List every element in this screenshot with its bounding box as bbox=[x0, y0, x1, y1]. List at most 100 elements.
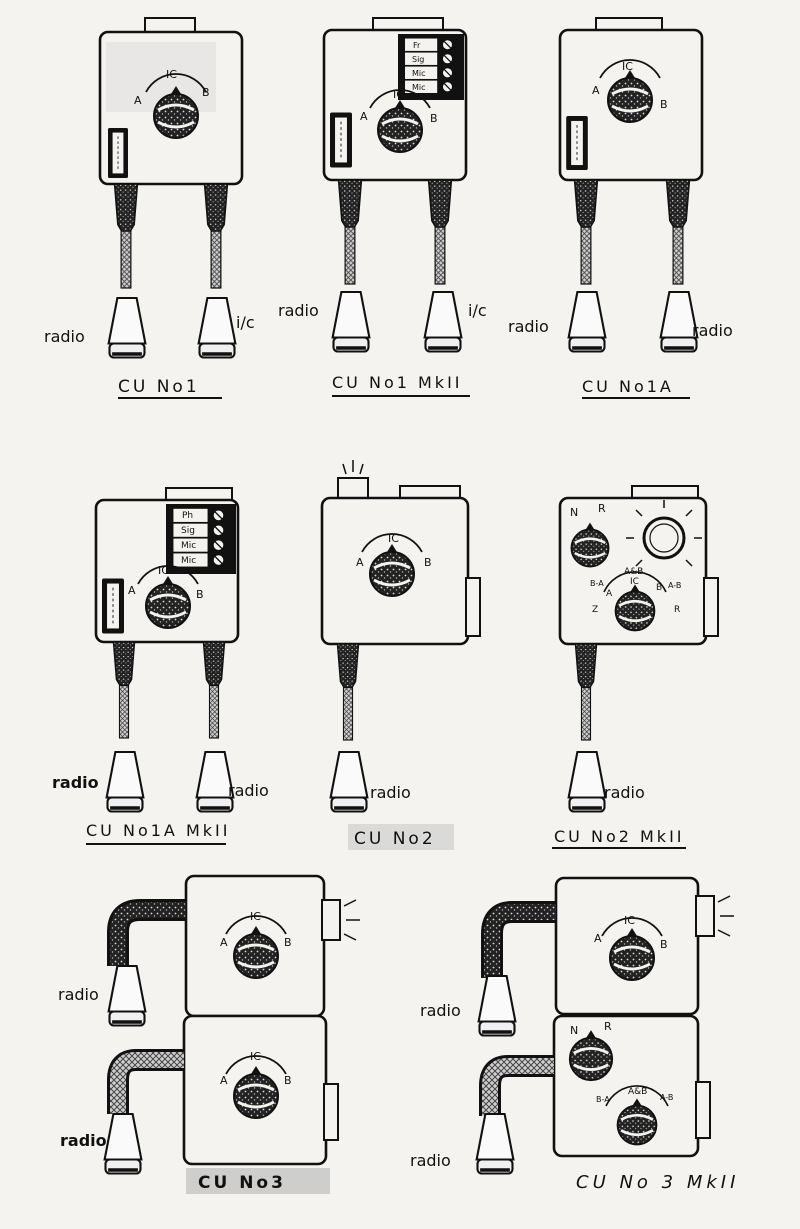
cable bbox=[573, 179, 599, 285]
fuse-holder bbox=[101, 578, 125, 634]
unit-cu-no1a-mkii: Ph Sig Mic Mic IC A B radio radio CU No1… bbox=[52, 487, 269, 845]
caption: CU No1A bbox=[582, 377, 674, 396]
plug bbox=[106, 296, 148, 360]
dial-label-a: A bbox=[220, 1074, 228, 1087]
unit-cu-no3-mkii: IC A B N R A&B B-A A-B radio radio CU No… bbox=[410, 876, 739, 1193]
dial-label-a: A bbox=[128, 584, 136, 597]
dial-label-b: B bbox=[656, 583, 662, 593]
cable bbox=[203, 183, 229, 289]
dial-label-b: B bbox=[284, 1074, 292, 1087]
dial-label-a: A bbox=[220, 936, 228, 949]
dial-label-z: Z bbox=[592, 605, 598, 615]
plug bbox=[102, 1112, 144, 1176]
dial-label-b: B bbox=[430, 112, 438, 125]
terminal-block bbox=[165, 503, 237, 575]
cable bbox=[337, 179, 363, 285]
label-radio: radio bbox=[228, 781, 269, 800]
dial-label-ic: IC bbox=[158, 564, 169, 577]
dial-label-ic: IC bbox=[630, 577, 639, 587]
dial-label-b: B bbox=[284, 936, 292, 949]
dial-label-r: R bbox=[674, 605, 680, 615]
terminal-label: Ph bbox=[182, 511, 193, 521]
cable bbox=[574, 643, 598, 741]
plug bbox=[104, 750, 146, 814]
plug bbox=[106, 964, 148, 1028]
dial-label-a: A bbox=[134, 94, 142, 107]
caption: CU No2 MkII bbox=[554, 827, 685, 846]
switch-label-n: N bbox=[570, 1024, 578, 1037]
dial-label-a-b: A-B bbox=[660, 1093, 673, 1102]
dial-label-ic: IC bbox=[250, 1050, 261, 1063]
cable bbox=[427, 179, 453, 285]
dial-label-a-b: A-B bbox=[668, 581, 681, 590]
caption: CU No2 bbox=[354, 829, 436, 849]
dial-label-ba: B-A bbox=[596, 1095, 610, 1104]
dial-label-ab: A&B bbox=[628, 1087, 647, 1097]
dial-label-ic: IC bbox=[622, 60, 633, 73]
switch-label-n: N bbox=[570, 506, 578, 519]
dial-label-ba: B-A bbox=[590, 579, 604, 588]
cable bbox=[202, 641, 226, 739]
label-radio: radio bbox=[692, 321, 733, 340]
unit-cu-no1-mkii: Fr Sig Mic Mic IC A B radio i/c CU No1 M… bbox=[278, 17, 487, 397]
plug bbox=[474, 1112, 516, 1176]
switch-label-r: R bbox=[598, 502, 606, 515]
plug bbox=[330, 290, 372, 354]
unit-cu-no1a: IC A B radio radio CU No1A bbox=[508, 17, 733, 399]
terminal-label: Mic bbox=[412, 83, 426, 92]
cable bbox=[665, 179, 691, 285]
terminal-label: Mic bbox=[181, 541, 196, 551]
dial-label-b: B bbox=[424, 556, 432, 569]
dial-label-a: A bbox=[606, 589, 613, 599]
dial-label-ab: A&B bbox=[624, 567, 643, 577]
label-ic: i/c bbox=[468, 301, 487, 320]
caption: CU No1 MkII bbox=[332, 373, 463, 392]
plug bbox=[328, 750, 370, 814]
dial-label-a: A bbox=[360, 110, 368, 123]
plug bbox=[422, 290, 464, 354]
dial-label-a: A bbox=[594, 932, 602, 945]
terminal-label: Sig bbox=[181, 526, 195, 536]
cable bbox=[110, 1052, 184, 1114]
cable bbox=[336, 643, 360, 741]
terminal-label: Mic bbox=[412, 69, 426, 78]
label-radio: radio bbox=[44, 327, 85, 346]
unit-cu-no2: IC A B radio CU No2 bbox=[320, 460, 481, 850]
unit-cu-no3: IC A B IC A B radio radio CU No3 bbox=[58, 874, 360, 1194]
label-radio: radio bbox=[278, 301, 319, 320]
label-radio: radio bbox=[60, 1131, 107, 1150]
label-radio: radio bbox=[370, 783, 411, 802]
fuse-holder bbox=[107, 127, 129, 179]
label-radio: radio bbox=[58, 985, 99, 1004]
cable bbox=[482, 1058, 554, 1116]
label-ic: i/c bbox=[236, 313, 255, 332]
dial-label-b: B bbox=[660, 938, 668, 951]
plug bbox=[566, 750, 608, 814]
plug bbox=[476, 974, 518, 1038]
dial-label-ic: IC bbox=[250, 910, 261, 923]
label-radio: radio bbox=[420, 1001, 461, 1020]
caption: CU No 3 MkII bbox=[576, 1172, 739, 1193]
cable bbox=[484, 904, 556, 978]
cable bbox=[110, 902, 186, 966]
cable bbox=[112, 641, 136, 739]
dial-label-a: A bbox=[592, 84, 600, 97]
dial-label-b: B bbox=[660, 98, 668, 111]
dial-label-ic: IC bbox=[393, 88, 404, 101]
terminal-label: Mic bbox=[181, 556, 196, 566]
dial-label-ic: IC bbox=[388, 532, 399, 545]
cable bbox=[113, 183, 139, 289]
dial-label-ic: IC bbox=[624, 914, 635, 927]
fuse-holder bbox=[329, 112, 353, 168]
dial-label-a: A bbox=[356, 556, 364, 569]
caption: CU No1A MkII bbox=[86, 821, 230, 840]
caption: CU No3 bbox=[198, 1173, 286, 1193]
label-radio: radio bbox=[604, 783, 645, 802]
terminal-label: Sig bbox=[412, 55, 424, 64]
switch-label-r: R bbox=[604, 1020, 612, 1033]
terminal-label: Fr bbox=[413, 41, 421, 50]
plug bbox=[566, 290, 608, 354]
caption: CU No1 bbox=[118, 377, 200, 397]
unit-cu-no2-mkii: N R A&B IC B-A A B A-B Z R radio CU No2 … bbox=[552, 485, 719, 849]
